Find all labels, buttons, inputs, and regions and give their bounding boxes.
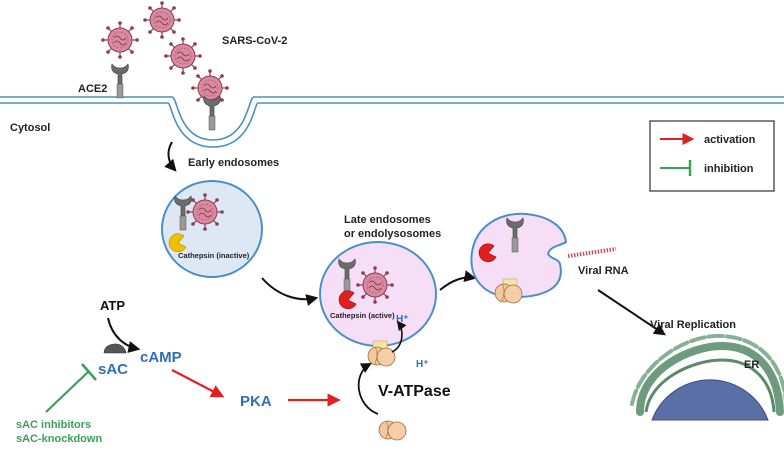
inhibition-line — [45, 371, 89, 413]
atp-to-camp-arrow — [107, 317, 141, 353]
late-endosomes-label-2: or endolysosomes — [344, 228, 441, 240]
viral-replication-label: Viral Replication — [650, 319, 736, 331]
virus-particle-icon — [142, 0, 182, 40]
virus-particle-icon — [355, 265, 395, 305]
v-atpase-label: V-ATPase — [378, 383, 451, 400]
endocytosis-arrow — [164, 141, 177, 172]
legend-box — [649, 120, 775, 192]
atp-label: ATP — [100, 298, 125, 313]
virus-particle-icon — [163, 36, 203, 76]
fusing-endosome — [470, 212, 568, 299]
camp-label: cAMP — [140, 349, 182, 366]
late-endosomes-label-1: Late endosomes — [344, 214, 431, 226]
legend-activation-label: activation — [704, 134, 756, 146]
er-label: ER — [744, 359, 759, 371]
cathepsin-inactive-label: Cathepsin (inactive) — [178, 251, 250, 260]
maturation-arrow — [261, 277, 319, 306]
sac-enzyme-icon — [103, 343, 127, 354]
virus-particle-icon — [185, 192, 225, 232]
proton-transport-arrow — [391, 320, 407, 353]
late-endosome — [319, 241, 437, 352]
camp-to-pka-arrow — [171, 369, 225, 398]
early-endosomes-label: Early endosomes — [188, 157, 279, 169]
cathepsin-pacman-icon — [338, 290, 357, 310]
legend: activation inhibition — [649, 120, 775, 192]
v-atpase-pump-icon — [494, 283, 523, 304]
replication-arrow — [597, 289, 666, 336]
virus-label: SARS-CoV-2 — [222, 35, 287, 47]
viral-rna-label: Viral RNA — [578, 265, 629, 277]
legend-inhibition-label: inhibition — [704, 163, 754, 175]
plasma-membrane — [0, 96, 784, 148]
proton-outside-label: H⁺ — [416, 359, 429, 370]
cathepsin-pacman-icon — [168, 233, 187, 253]
early-endosome — [161, 180, 263, 278]
ace2-receptor-icon — [203, 95, 221, 131]
pka-label: PKA — [240, 393, 272, 410]
inhibitors-label-1: sAC inhibitors — [16, 419, 91, 431]
viral-rna-strand — [567, 247, 617, 258]
proton-inside-label: H⁺ — [396, 314, 409, 325]
inhibition-bar — [81, 363, 97, 381]
cytosol-label: Cytosol — [10, 122, 50, 134]
er-nucleus — [630, 333, 784, 421]
fusion-arrow — [439, 270, 477, 291]
v-atpase-pump-icon — [367, 346, 396, 367]
ace2-label: ACE2 — [78, 83, 107, 95]
cathepsin-active-label: Cathepsin (active) — [330, 311, 395, 320]
inhibitors-label-2: sAC-knockdown — [16, 433, 102, 445]
vatpase-assembly-arrow — [357, 362, 379, 415]
virus-particle-icon — [100, 20, 140, 60]
ace2-receptor-icon — [111, 63, 129, 99]
sac-label: sAC — [98, 361, 128, 378]
v-atpase-pump-icon — [378, 420, 407, 441]
cathepsin-pacman-icon — [478, 243, 497, 263]
